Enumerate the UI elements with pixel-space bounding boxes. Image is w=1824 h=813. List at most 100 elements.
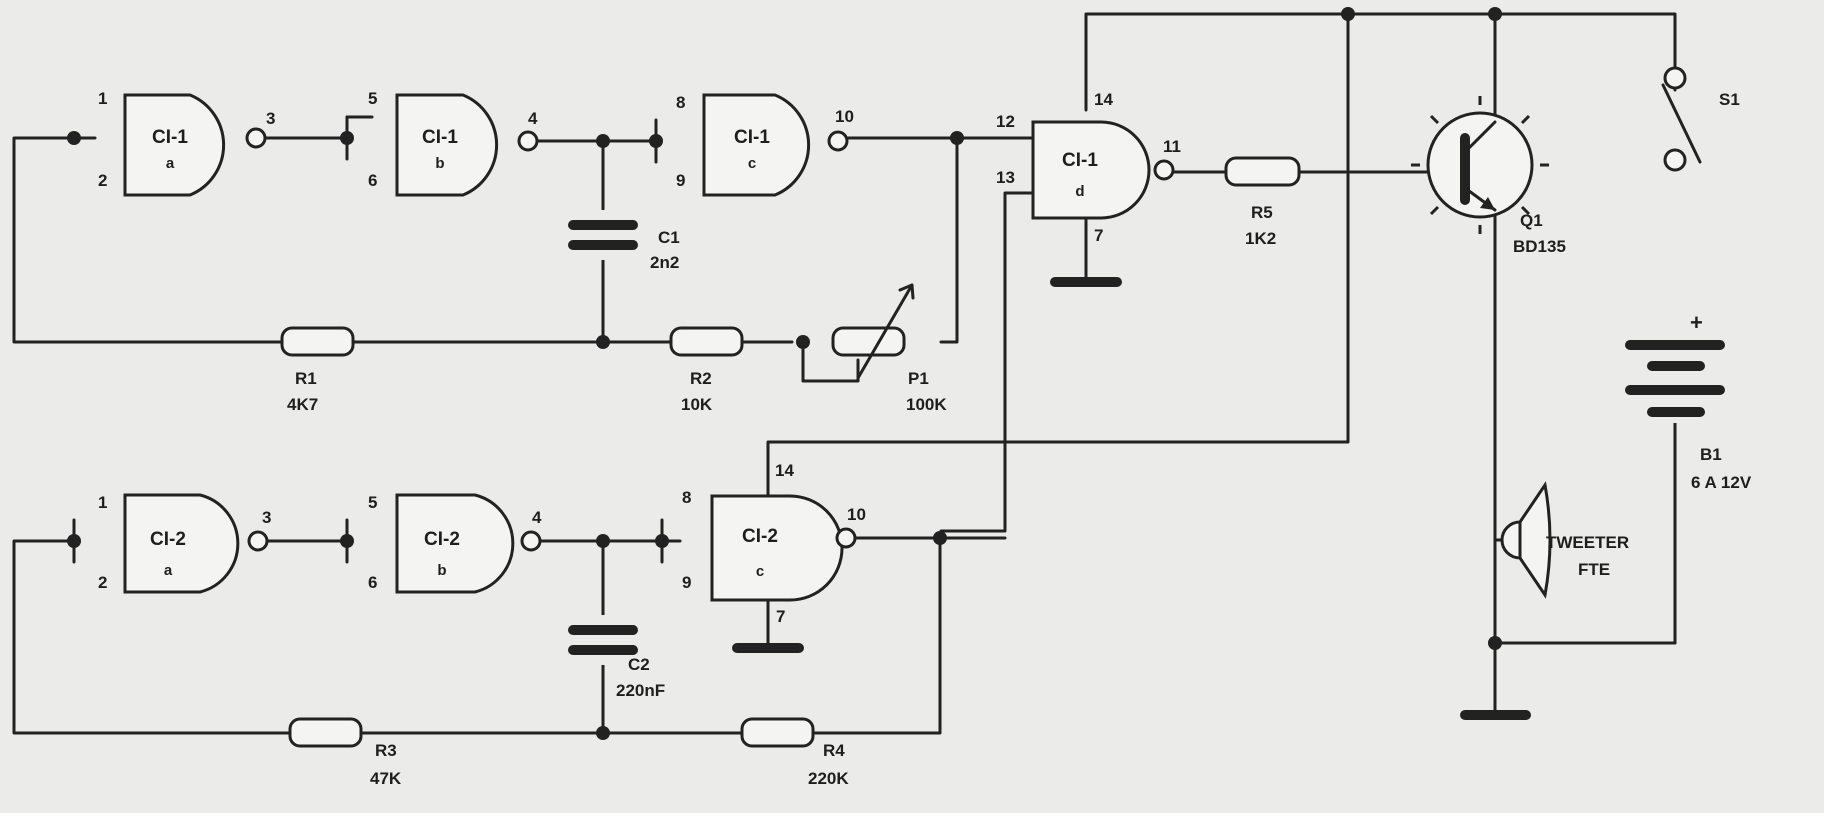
wire-ci1d-pin13 [939, 191, 1035, 533]
junction [596, 726, 610, 740]
pin-number: 3 [262, 508, 271, 527]
switch-s1: S1 [1661, 66, 1740, 172]
pin-number: 6 [368, 573, 377, 592]
gate-unit: a [164, 562, 173, 579]
tweeter-speaker: TWEETER FTE [1500, 481, 1629, 599]
pin-number: 2 [98, 573, 107, 592]
polarity-plus: + [1690, 310, 1703, 335]
component-value: BD135 [1513, 237, 1566, 256]
pin-number: 12 [996, 112, 1015, 131]
tweeter-label: TWEETER [1546, 533, 1629, 552]
component-ref: S1 [1719, 90, 1740, 109]
wire-osc1-feedback [12, 136, 794, 344]
gate-label: CI-1 [152, 127, 188, 148]
pin-number: 8 [682, 488, 691, 507]
transistor-q1: Q1 BD135 [1411, 96, 1566, 256]
gate-unit: a [166, 155, 175, 172]
nand-gate-ci2-c: CI-2 c 8 9 10 14 7 [682, 461, 866, 626]
gate-label: CI-1 [734, 127, 770, 148]
nand-gate-ci1-b: CI-1 b 5 6 4 [368, 89, 539, 197]
pin-number: 3 [266, 109, 275, 128]
gate-unit: c [756, 563, 764, 580]
pin-number: 5 [368, 493, 377, 512]
pin-number: 11 [1163, 137, 1181, 156]
pin-number: 14 [1094, 90, 1113, 109]
wire-supply-to-ci2c [766, 12, 1350, 500]
junction [340, 534, 354, 548]
pin-number: 9 [682, 573, 691, 592]
gate-unit: d [1075, 183, 1084, 200]
pin-number: 5 [368, 89, 377, 108]
pin-number: 1 [98, 493, 107, 512]
component-ref: C2 [628, 655, 650, 674]
tweeter-sublabel: FTE [1578, 560, 1610, 579]
pin-number: 13 [996, 168, 1015, 187]
gate-label: CI-1 [422, 127, 458, 148]
component-ref: P1 [908, 369, 929, 388]
junction [950, 131, 964, 145]
nand-gate-ci1-d: CI-1 d 12 13 11 14 7 [996, 90, 1181, 245]
junction [596, 335, 610, 349]
resistor-r5: R5 1K2 [1224, 156, 1301, 248]
gate-unit: b [435, 155, 444, 172]
battery-b1: + B1 6 A 12V [1625, 310, 1752, 492]
nand-gate-ci2-a: CI-2 a 1 2 3 [98, 493, 271, 594]
capacitor-c1: C1 2n2 [568, 210, 680, 272]
component-value: 47K [370, 769, 402, 788]
nand-gate-ci1-c: CI-1 c 8 9 10 [676, 93, 854, 197]
pin-number: 10 [835, 107, 854, 126]
junction [340, 131, 354, 145]
wire-osc2-feedback [12, 536, 942, 735]
pin-number: 7 [776, 607, 785, 626]
pin-number: 14 [775, 461, 794, 480]
gate-label: CI-1 [1062, 150, 1098, 171]
component-value: 4K7 [287, 395, 318, 414]
component-ref: Q1 [1520, 211, 1543, 230]
gate-unit: b [437, 562, 446, 579]
pin-number: 9 [676, 171, 685, 190]
wires [12, 12, 1677, 735]
component-ref: C1 [658, 228, 680, 247]
pin-number: 10 [847, 505, 866, 524]
wire-p1-wiper [801, 340, 860, 383]
component-ref: R1 [295, 369, 317, 388]
junction [596, 534, 610, 548]
component-ref: R5 [1251, 203, 1273, 222]
pin-number: 2 [98, 171, 107, 190]
component-ref: R2 [690, 369, 712, 388]
component-value: 100K [906, 395, 947, 414]
resistor-r2: R2 10K [669, 326, 744, 414]
junction [1488, 636, 1502, 650]
pin-number: 4 [528, 109, 538, 128]
component-value: 220nF [616, 681, 665, 700]
wire-p1-to-ci1c-out [939, 136, 959, 344]
junction [1488, 7, 1502, 21]
pin-number: 4 [532, 508, 542, 527]
component-value: 1K2 [1245, 229, 1276, 248]
component-ref: R4 [823, 741, 845, 760]
pin-number: 1 [98, 89, 107, 108]
junction [67, 534, 81, 548]
junctions [67, 7, 1502, 740]
component-value: 10K [681, 395, 713, 414]
potentiometer-p1: P1 100K [831, 283, 947, 414]
junction [933, 531, 947, 545]
junction [1341, 7, 1355, 21]
pin-number: 7 [1094, 226, 1103, 245]
resistor-r4: R4 220K [740, 717, 849, 788]
junction [596, 134, 610, 148]
ground-symbols [732, 277, 1531, 720]
junction [796, 335, 810, 349]
component-ref: R3 [375, 741, 397, 760]
wire-supply-rail [1084, 12, 1677, 112]
pin-number: 6 [368, 171, 377, 190]
resistor-r3: R3 47K [288, 717, 402, 788]
junction [649, 134, 663, 148]
component-value: 6 A 12V [1691, 473, 1752, 492]
gate-label: CI-2 [424, 529, 460, 550]
component-value: 2n2 [650, 253, 679, 272]
gate-label: CI-2 [150, 529, 186, 550]
capacitor-c2: C2 220nF [568, 615, 665, 700]
component-value: 220K [808, 769, 849, 788]
